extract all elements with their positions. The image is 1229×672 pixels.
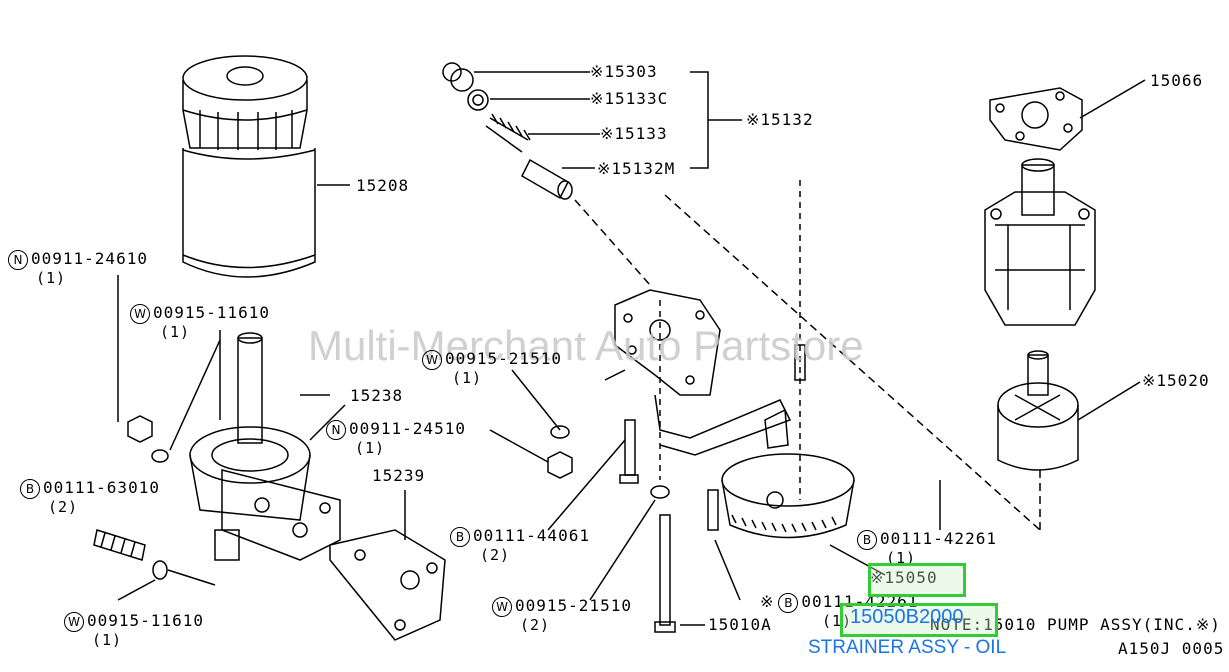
note-text: NOTE:15010 PUMP ASSY(INC.※) xyxy=(930,615,1221,634)
part-label-15050[interactable]: ※15050 xyxy=(870,568,938,587)
oil-filter-drawing xyxy=(182,55,350,278)
prefix-w-badge: W xyxy=(422,350,442,370)
callout-number: 00111-44061 xyxy=(473,526,590,545)
part-label-15132m[interactable]: ※15132M xyxy=(597,159,676,178)
figure-code: A150J 0005 xyxy=(1118,639,1225,658)
strainer-caption[interactable]: STRAINER ASSY - OIL xyxy=(808,637,1007,658)
callout-qty: (1) xyxy=(822,612,853,630)
part-label-15132[interactable]: ※15132 xyxy=(746,110,814,129)
prefix-b-badge: B xyxy=(20,479,40,499)
highlight-box-15050[interactable] xyxy=(868,563,966,597)
callout-number: 00915-21510 xyxy=(515,596,632,615)
relief-valve-parts-drawing xyxy=(442,62,742,286)
part-label-15133c[interactable]: ※15133C xyxy=(590,89,669,108)
part-label-15020[interactable]: ※15020 xyxy=(1142,371,1210,390)
highlight-box-part-number[interactable] xyxy=(840,603,998,637)
prefix-n-badge: N xyxy=(8,250,28,270)
callout-qty: (1) xyxy=(36,269,67,287)
filter-bracket-drawing xyxy=(93,275,446,641)
callout-number: 00915-11610 xyxy=(87,611,204,630)
callout-qty: (1) xyxy=(160,323,191,341)
callout-number: 00111-42261 xyxy=(801,592,919,611)
watermark-text: Multi-Merchant Auto Partstore xyxy=(308,322,864,369)
callout-number: 00915-21510 xyxy=(445,349,562,368)
part-label-15010a[interactable]: 15010A xyxy=(708,615,772,634)
part-label-15303[interactable]: ※15303 xyxy=(590,62,658,81)
callout-qty: (1) xyxy=(452,369,483,387)
callout-qty: (1) xyxy=(92,631,123,649)
callout-number: 00911-24510 xyxy=(349,419,466,438)
callout-qty: (1) xyxy=(355,439,386,457)
leader-lines xyxy=(219,330,941,626)
part-label-15208[interactable]: 15208 xyxy=(356,176,410,195)
part-label-15238[interactable]: 15238 xyxy=(350,386,404,405)
pump-body-drawing xyxy=(664,79,1146,531)
prefix-w-badge: W xyxy=(64,612,84,632)
prefix-n-badge: N xyxy=(326,420,346,440)
callout-number: 00111-63010 xyxy=(43,478,160,497)
asterisk-mark: ※ xyxy=(760,592,775,611)
highlight-part-number[interactable]: 15050B2000 xyxy=(850,606,964,628)
callout-number: 00111-42261 xyxy=(880,529,997,548)
callout-qty: (2) xyxy=(48,498,79,516)
oil-strainer-drawing xyxy=(547,180,855,633)
callout-qty: (2) xyxy=(480,546,511,564)
prefix-b-badge: B xyxy=(778,593,799,613)
prefix-b-badge: B xyxy=(857,530,877,550)
prefix-b-badge: B xyxy=(450,527,470,547)
part-label-15133[interactable]: ※15133 xyxy=(600,124,668,143)
prefix-w-badge: W xyxy=(130,304,150,324)
callout-number: 00911-24610 xyxy=(31,249,148,268)
callout-number: 00915-11610 xyxy=(153,303,270,322)
callout-qty: (1) xyxy=(886,549,917,567)
prefix-w-badge: W xyxy=(492,597,512,617)
part-label-15066[interactable]: 15066 xyxy=(1150,71,1204,90)
callout-qty: (2) xyxy=(520,616,551,634)
part-label-15239[interactable]: 15239 xyxy=(372,466,426,485)
